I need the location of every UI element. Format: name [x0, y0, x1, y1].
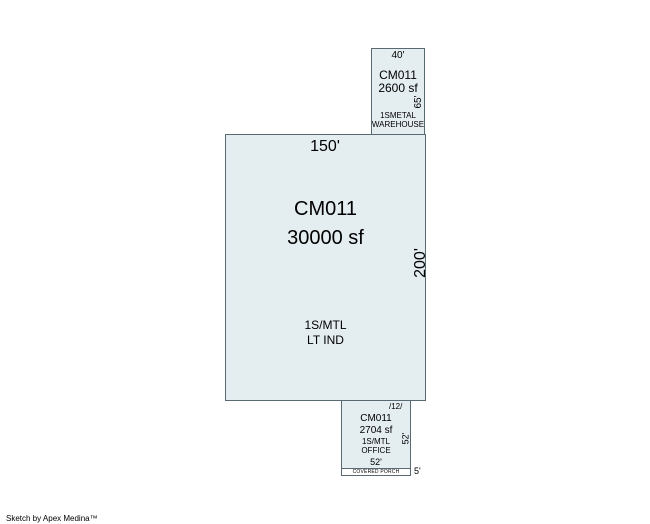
covered-porch-depth-label: 5': [414, 466, 421, 476]
office-width-label: 52': [370, 457, 382, 467]
main-width-label: 150': [310, 138, 340, 155]
warehouse-section: [371, 48, 425, 135]
main-use-line2: LT IND: [307, 333, 344, 347]
main-area: 30000 sf: [287, 227, 364, 249]
warehouse-code: CM011: [379, 68, 417, 82]
sketch-credit: Sketch by Apex Medina™: [6, 514, 98, 523]
main-use-line1: 1S/MTL: [304, 318, 347, 332]
office-use-line1: 1S/MTL: [361, 437, 390, 446]
warehouse-use-line2: WAREHOUSE: [371, 120, 425, 129]
covered-porch-label: COVERED PORCH: [352, 468, 400, 475]
warehouse-width-label: 40': [391, 50, 405, 61]
office-use-line2: OFFICE: [361, 446, 391, 455]
warehouse-depth-label: 65': [413, 95, 424, 109]
warehouse-use-line1: 1SMETAL: [380, 111, 416, 120]
main-building-section: [225, 134, 426, 401]
warehouse-area: 2600 sf: [378, 81, 418, 95]
main-code: CM011: [294, 198, 357, 220]
covered-porch-section: [341, 468, 411, 476]
office-code: CM011: [360, 413, 392, 424]
main-depth-label: 200': [412, 248, 429, 278]
office-area: 2704 sf: [359, 425, 393, 436]
office-top-label: /12/: [389, 402, 403, 411]
